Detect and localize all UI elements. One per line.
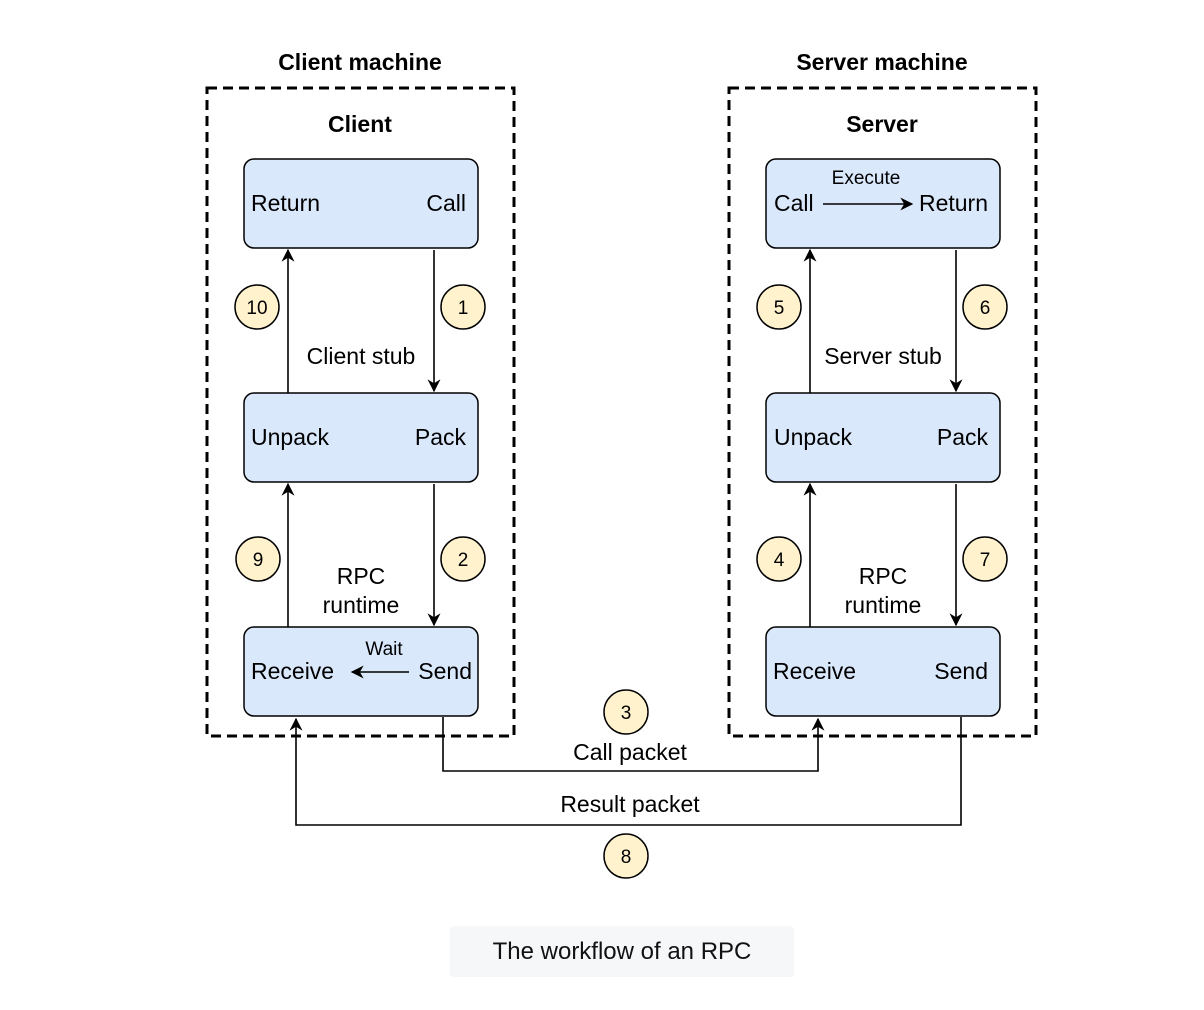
step-badge-1-text: 1 — [458, 298, 469, 319]
client-pack-label: Pack — [415, 424, 467, 450]
figure-caption: The workflow of an RPC — [450, 926, 794, 977]
step-badge-9: 9 — [235, 536, 281, 582]
server-pack-label: Pack — [937, 424, 989, 450]
client-runtime-label-line2: runtime — [323, 592, 400, 618]
result-packet-edge — [289, 717, 962, 826]
server-runtime-label-line2: runtime — [845, 592, 922, 618]
client-receive-label: Receive — [251, 658, 334, 684]
step-badge-4-text: 4 — [774, 550, 785, 571]
step-badge-10: 10 — [234, 284, 280, 330]
step-badge-8: 8 — [603, 833, 649, 879]
step-badge-8-text: 8 — [621, 847, 632, 868]
step-badge-6-text: 6 — [980, 298, 991, 319]
server-execute-label: Execute — [832, 168, 901, 189]
client-stub-label: Client stub — [307, 343, 416, 369]
client-return-label: Return — [251, 190, 320, 216]
server-runtime-label-line1: RPC — [859, 563, 908, 589]
server-bottom-box — [765, 626, 1001, 717]
step-badge-3-text: 3 — [621, 703, 632, 724]
step-badge-2-text: 2 — [458, 550, 469, 571]
client-unpack-label: Unpack — [251, 424, 329, 450]
client-wait-label: Wait — [365, 639, 403, 660]
client-machine-boundary — [205, 86, 516, 738]
step-badge-7-text: 7 — [980, 550, 991, 571]
client-process-title: Client — [328, 111, 392, 137]
client-call-label: Call — [426, 190, 466, 216]
server-process-title: Server — [846, 111, 918, 137]
server-machine-title: Server machine — [796, 49, 967, 75]
step-badge-7: 7 — [962, 536, 1008, 582]
server-return-label: Return — [919, 190, 988, 216]
step-badge-9-text: 9 — [253, 550, 264, 571]
server-call-label: Call — [774, 190, 814, 216]
step-badge-5-text: 5 — [774, 298, 785, 319]
step-badge-1: 1 — [440, 284, 486, 330]
server-machine-boundary — [727, 86, 1038, 738]
step-badge-4: 4 — [756, 536, 802, 582]
client-runtime-label-line1: RPC — [337, 563, 386, 589]
client-middle-box — [243, 392, 479, 483]
step-badge-10-text: 10 — [246, 298, 267, 319]
server-unpack-label: Unpack — [774, 424, 852, 450]
server-middle-box — [765, 392, 1001, 483]
result-packet-label: Result packet — [560, 791, 700, 817]
client-send-label: Send — [418, 658, 472, 684]
step-badge-5: 5 — [756, 284, 802, 330]
server-receive-label: Receive — [773, 658, 856, 684]
call-packet-edge — [442, 717, 825, 772]
call-packet-label: Call packet — [573, 739, 687, 765]
step-badge-3: 3 — [603, 689, 649, 735]
step-badge-2: 2 — [440, 536, 486, 582]
client-machine-title: Client machine — [278, 49, 442, 75]
step-badge-6: 6 — [962, 284, 1008, 330]
server-stub-label: Server stub — [824, 343, 942, 369]
client-top-box — [243, 158, 479, 249]
server-send-label: Send — [934, 658, 988, 684]
